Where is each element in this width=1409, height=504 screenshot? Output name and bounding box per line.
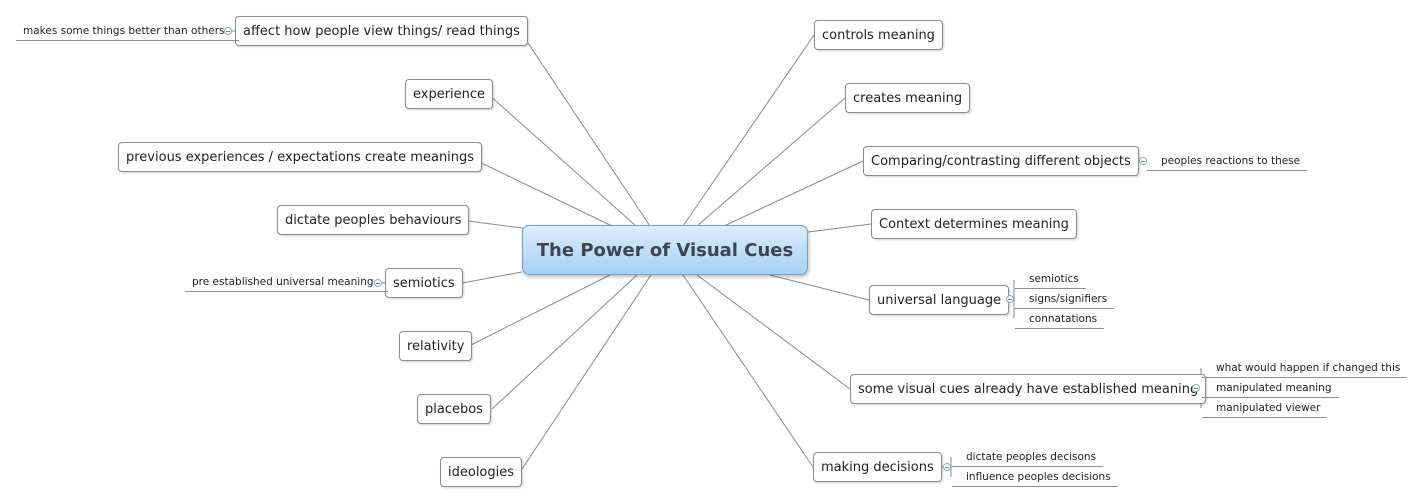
topic-making-decisions[interactable]: making decisions (813, 452, 942, 482)
topic-connector-line (769, 274, 870, 301)
subtopic-signs-signifiers[interactable]: signs/signifiers (1015, 289, 1115, 309)
collapse-toggle-icon[interactable] (374, 279, 382, 287)
collapse-toggle-icon[interactable] (1192, 384, 1200, 392)
topic-creates-meaning[interactable]: creates meaning (845, 83, 971, 113)
collapse-toggle-icon[interactable] (943, 463, 951, 471)
topic-comparing-contrasting[interactable]: Comparing/contrasting different objects (863, 146, 1139, 176)
topic-connector-line (461, 271, 523, 284)
topic-previous-experiences[interactable]: previous experiences / expectations crea… (118, 142, 483, 172)
subtopic-influence-decisions[interactable]: influence peoples decisions (952, 467, 1118, 487)
topic-universal-language[interactable]: universal language (869, 285, 1010, 315)
subtopic-connatations[interactable]: connatations (1015, 309, 1105, 329)
topic-connector-line (696, 274, 851, 390)
topic-connector-line (696, 97, 846, 227)
subtopic-makes-some-things-better[interactable]: makes some things better than others (16, 21, 239, 41)
central-topic[interactable]: The Power of Visual Cues (522, 225, 808, 275)
subtopic-semiotics[interactable]: semiotics (1015, 269, 1086, 289)
topic-semiotics[interactable]: semiotics (385, 268, 463, 298)
topic-controls-meaning[interactable]: controls meaning (814, 20, 943, 50)
topic-connector-line (487, 93, 637, 227)
subtopic-peoples-reactions[interactable]: peoples reactions to these (1147, 151, 1308, 171)
topic-connector-line (682, 34, 815, 227)
collapse-toggle-icon[interactable] (1006, 295, 1014, 303)
topic-placebos[interactable]: placebos (417, 394, 491, 424)
topic-connector-line (723, 160, 864, 227)
topic-connector-line (682, 274, 814, 468)
subtopic-dictate-decisions[interactable]: dictate peoples decisons (952, 447, 1104, 467)
collapse-toggle-icon[interactable] (224, 27, 232, 35)
topic-dictate-behaviours[interactable]: dictate peoples behaviours (277, 205, 470, 235)
collapse-toggle-icon[interactable] (1139, 157, 1147, 165)
topic-ideologies[interactable]: ideologies (440, 457, 523, 487)
subtopic-pre-established-meaning[interactable]: pre established universal meaning (185, 272, 388, 292)
topic-connector-line (519, 274, 652, 473)
topic-established-meaning[interactable]: some visual cues already have establishe… (850, 374, 1207, 404)
topic-connector-line (807, 223, 872, 233)
topic-relativity[interactable]: relativity (399, 331, 473, 361)
subtopic-what-would-happen[interactable]: what would happen if changed this (1202, 358, 1408, 378)
topic-connector-line (519, 30, 651, 227)
topic-experience[interactable]: experience (405, 79, 494, 109)
topic-context-determines-meaning[interactable]: Context determines meaning (871, 209, 1077, 239)
subtopic-manipulated-viewer[interactable]: manipulated viewer (1202, 398, 1328, 418)
topic-affect-how-people-view[interactable]: affect how people view things/ read thin… (235, 16, 528, 46)
topic-connector-line (468, 156, 613, 227)
topic-connector-line (468, 274, 611, 347)
topic-connector-line (491, 274, 638, 410)
subtopic-manipulated-meaning[interactable]: manipulated meaning (1202, 378, 1339, 398)
